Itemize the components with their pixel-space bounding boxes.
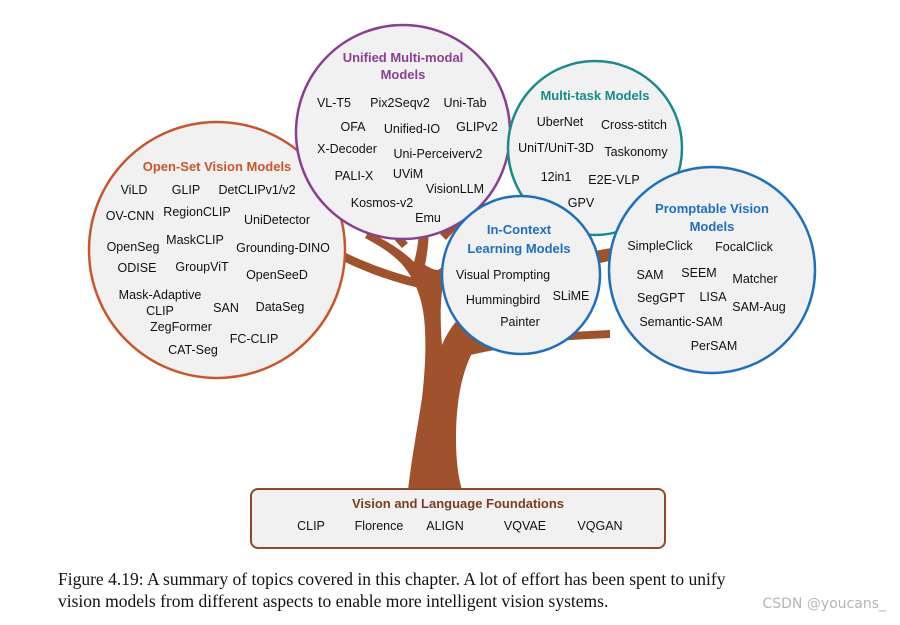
model-label: Hummingbird	[466, 293, 540, 307]
incontext-circle	[440, 194, 602, 356]
promptable-circle	[607, 165, 817, 375]
model-label: Unified-IO	[384, 122, 441, 136]
model-label: Matcher	[732, 272, 777, 286]
model-label: UniDetector	[244, 213, 310, 227]
model-label: CAT-Seg	[168, 343, 218, 357]
model-label: E2E-VLP	[588, 173, 639, 187]
model-label: ViLD	[121, 183, 148, 197]
model-label: SAN	[213, 301, 239, 315]
model-label: ODISE	[118, 261, 157, 275]
model-label: RegionCLIP	[163, 205, 230, 219]
model-label: CLIP	[146, 304, 174, 318]
foundation-item: VQVAE	[504, 519, 546, 533]
model-label: SLiME	[553, 289, 590, 303]
model-label: OFA	[340, 120, 366, 134]
model-label: SAM	[636, 268, 663, 282]
model-label: GroupViT	[175, 260, 229, 274]
model-label: PALI-X	[335, 169, 374, 183]
model-label: Mask-Adaptive	[119, 288, 202, 302]
model-label: Uni-Perceiverv2	[394, 147, 483, 161]
model-label: Semantic-SAM	[639, 315, 722, 329]
multitask-circle	[506, 59, 684, 237]
model-label: Kosmos-v2	[351, 196, 414, 210]
foundations-box: Vision and Language Foundations CLIP Flo…	[250, 488, 666, 549]
model-label: GPV	[568, 196, 595, 210]
caption-line-1: Figure 4.19: A summary of topics covered…	[58, 569, 726, 589]
model-label: PerSAM	[691, 339, 738, 353]
model-label: VisionLLM	[426, 182, 484, 196]
model-label: ZegFormer	[150, 320, 212, 334]
figure-caption: Figure 4.19: A summary of topics covered…	[58, 568, 878, 612]
open-set-bubble: Open-Set Vision Models ViLD GLIP DetCLIP…	[87, 120, 347, 380]
open-set-circle	[87, 120, 347, 380]
promptable-title-line1: Promptable Vision	[655, 201, 769, 216]
foundations-title: Vision and Language Foundations	[352, 496, 564, 511]
watermark: CSDN @youcans_	[762, 596, 886, 612]
model-label: UberNet	[537, 115, 584, 129]
model-label: DetCLIPv1/v2	[218, 183, 295, 197]
model-label: SegGPT	[637, 291, 685, 305]
model-label: Pix2Seqv2	[370, 96, 430, 110]
model-label: FocalClick	[715, 240, 773, 254]
model-label: FC-CLIP	[230, 332, 279, 346]
model-label: GLIP	[172, 183, 201, 197]
incontext-bubble: In-Context Learning Models Visual Prompt…	[440, 194, 602, 356]
model-label: OV-CNN	[106, 209, 155, 223]
caption-line-2: vision models from different aspects to …	[58, 591, 609, 611]
multitask-bubble: Multi-task Models UberNet Cross-stitch U…	[506, 59, 684, 237]
open-set-title: Open-Set Vision Models	[143, 159, 292, 174]
promptable-bubble: Promptable Vision Models SimpleClick Foc…	[607, 165, 817, 375]
foundation-item: Florence	[355, 519, 404, 533]
model-label: Cross-stitch	[601, 118, 667, 132]
model-label: Taskonomy	[604, 145, 668, 159]
model-label: OpenSeeD	[246, 268, 308, 282]
incontext-title-line1: In-Context	[487, 222, 552, 237]
unified-title-line2: Models	[381, 67, 426, 82]
foundation-item: ALIGN	[426, 519, 464, 533]
model-label: Grounding-DINO	[236, 241, 330, 255]
model-label: Painter	[500, 315, 540, 329]
model-label: X-Decoder	[317, 142, 377, 156]
model-label: Visual Prompting	[456, 268, 550, 282]
model-label: SimpleClick	[627, 239, 693, 253]
model-label: Uni-Tab	[443, 96, 486, 110]
multitask-title: Multi-task Models	[540, 88, 649, 103]
model-label: UniT/UniT-3D	[518, 141, 594, 155]
promptable-title-line2: Models	[690, 219, 735, 234]
foundation-item: CLIP	[297, 519, 325, 533]
incontext-title-line2: Learning Models	[467, 241, 570, 256]
unified-bubble: Unified Multi-modal Models VL-T5 Pix2Seq…	[294, 23, 512, 241]
unified-title-line1: Unified Multi-modal	[343, 50, 464, 65]
model-label: SAM-Aug	[732, 300, 786, 314]
model-label: MaskCLIP	[166, 233, 224, 247]
model-label: OpenSeg	[107, 240, 160, 254]
model-label: LISA	[699, 290, 727, 304]
model-label: GLIPv2	[456, 120, 498, 134]
model-label: 12in1	[541, 170, 572, 184]
model-label: SEEM	[681, 266, 716, 280]
model-label: VL-T5	[317, 96, 351, 110]
model-label: DataSeg	[256, 300, 305, 314]
model-label: UViM	[393, 167, 423, 181]
foundations-frame	[250, 488, 666, 549]
model-label: Emu	[415, 211, 441, 225]
foundation-item: VQGAN	[577, 519, 622, 533]
